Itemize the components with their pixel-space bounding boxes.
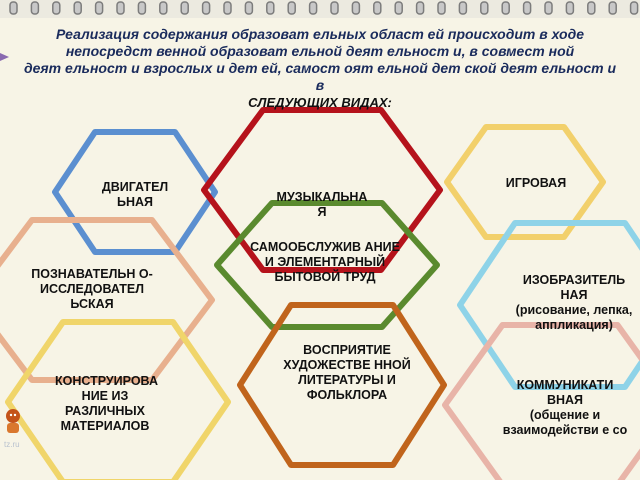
spiral-ring (608, 1, 617, 15)
spiral-ring (30, 1, 40, 15)
hex-motor (52, 129, 218, 255)
spiral-ring (159, 1, 168, 15)
spiral-ring (415, 1, 425, 15)
label-visual-detail: (рисование, лепка, аппликация) (515, 303, 633, 332)
spiral-ring (480, 1, 489, 15)
header-line-2: непосредст венной образоват ельной деят … (65, 43, 575, 59)
label-visual-title: ИЗОБРАЗИТЕЛЬ НАЯ (522, 273, 626, 302)
label-motor: ДВИГАТЕЛ ЬНАЯ (101, 180, 169, 209)
spiral-ring (522, 1, 532, 15)
hex-communicative (442, 322, 640, 480)
hex-cognitive (0, 217, 215, 383)
spiral-ring (137, 1, 147, 15)
hex-selfcare (214, 200, 440, 330)
header-line-3: деят ельност и взрослых и дет ей, самост… (23, 60, 617, 76)
spiral-ring (394, 1, 403, 15)
spiral-ring (351, 1, 361, 15)
label-literature: ВОСПРИЯТИЕ ХУДОЖЕСТВЕ ННОЙ ЛИТЕРАТУРЫ И … (283, 343, 411, 402)
spiral-ring (94, 1, 104, 15)
notebook-spiral (9, 1, 639, 15)
label-selfcare: САМООБСЛУЖИВ АНИЕ И ЭЛЕМЕНТАРНЫЙ БЫТОВОЙ… (250, 240, 400, 284)
site-watermark: tz.ru (4, 440, 20, 449)
spiral-ring (437, 1, 446, 15)
spiral-ring (629, 1, 639, 15)
spiral-ring (52, 1, 61, 15)
hex-literature (237, 302, 447, 468)
header-line-1: Реализация содержания образоват ельных о… (55, 26, 585, 42)
hex-musical (201, 107, 443, 273)
spiral-ring (308, 1, 318, 15)
spiral-ring (116, 1, 125, 15)
label-communicative-detail: (общение и взаимодействи е со (502, 408, 628, 437)
spiral-ring (330, 1, 339, 15)
spiral-ring (244, 1, 254, 15)
spiral-ring (458, 1, 468, 15)
label-musical: МУЗЫКАЛЬНА Я (276, 190, 368, 219)
spiral-ring (565, 1, 575, 15)
label-communicative: КОММУНИКАТИ ВНАЯ (общение и взаимодейств… (500, 378, 630, 438)
header-line-4: в (315, 77, 325, 93)
label-communicative-title: КОММУНИКАТИ ВНАЯ (516, 378, 614, 407)
label-visual: ИЗОБРАЗИТЕЛЬ НАЯ (рисование, лепка, аппл… (508, 273, 640, 333)
spiral-ring (501, 1, 510, 15)
spiral-ring (9, 1, 18, 15)
hex-visual (457, 220, 640, 390)
spiral-ring (373, 1, 382, 15)
spiral-ring (287, 1, 296, 15)
header-text: Реализация содержания образоват ельных о… (0, 26, 640, 111)
spiral-ring (73, 1, 82, 15)
spiral-ring (266, 1, 275, 15)
spiral-ring (201, 1, 211, 15)
mascot-icon (6, 409, 20, 433)
label-construct: КОНСТРУИРОВА НИЕ ИЗ РАЗЛИЧНЫХ МАТЕРИАЛОВ (55, 374, 158, 433)
spiral-ring (223, 1, 232, 15)
header-line-5: СЛЕДУЮЩИХ ВИДАХ: (248, 95, 392, 110)
spiral-ring (180, 1, 189, 15)
hex-construct (5, 319, 231, 480)
arrow-icon (0, 53, 9, 61)
label-cognitive: ПОЗНАВАТЕЛЬН О- ИССЛЕДОВАТЕЛ ЬСКАЯ (31, 267, 153, 311)
hex-play (444, 124, 606, 240)
spiral-ring (587, 1, 596, 15)
label-play: ИГРОВАЯ (505, 176, 567, 190)
spiral-ring (544, 1, 553, 15)
